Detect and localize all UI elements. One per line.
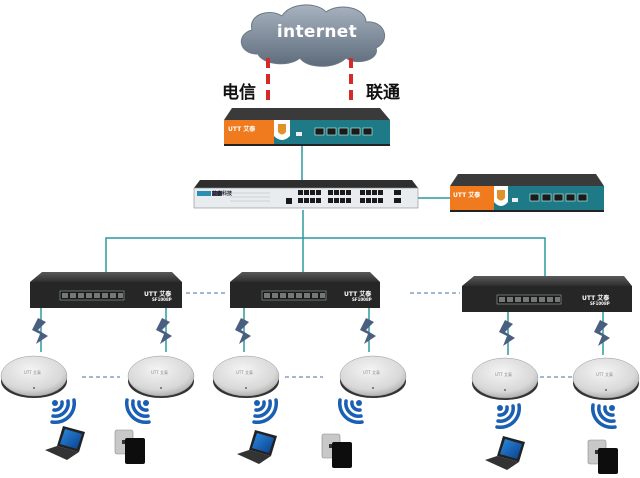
access-switch-3 <box>462 276 632 312</box>
router-backup-brand: UTT 艾泰 <box>453 192 481 199</box>
gateway-router-primary <box>224 108 390 146</box>
wifi-icon <box>495 403 522 430</box>
lightning-icon <box>235 318 251 344</box>
isp-label-unicom: 联通 <box>366 83 400 103</box>
ap-4 <box>339 355 407 398</box>
ap-1-label: UTT 艾泰 <box>24 370 42 375</box>
switch-1-brand: UTT 艾泰 <box>144 291 172 298</box>
ap-2-label: UTT 艾泰 <box>151 370 169 375</box>
laptop-icon <box>237 430 277 464</box>
ap-5-label: UTT 艾泰 <box>495 372 513 377</box>
ap-1 <box>0 355 68 398</box>
lightning-icon <box>32 318 48 344</box>
laptop-1 <box>45 426 85 460</box>
gateway-router-backup <box>450 174 604 212</box>
more-devices-indicators <box>82 292 576 378</box>
tablet-icon <box>114 429 145 464</box>
wifi-icon <box>252 398 279 425</box>
switch-2-brand: UTT 艾泰 <box>344 291 372 298</box>
lightning-icon <box>360 318 376 344</box>
cloud-label: internet <box>276 22 358 42</box>
access-points <box>0 355 640 400</box>
tablet-icon <box>321 433 352 468</box>
lightning-icon <box>594 320 610 346</box>
switch-2-model: SF1008P <box>352 297 372 302</box>
tablet-2 <box>321 433 352 468</box>
access-switch-2 <box>230 272 380 308</box>
core-switch-brand: 艾泰科技 <box>212 191 233 197</box>
tablet-1 <box>114 429 145 464</box>
lightning-icon <box>156 318 172 344</box>
wifi-icon <box>124 398 151 425</box>
wifi-icon <box>337 398 364 425</box>
tablet-3 <box>587 439 618 474</box>
wifi-icon <box>590 403 617 430</box>
ap-6-label: UTT 艾泰 <box>596 372 614 377</box>
core-switch <box>193 180 419 209</box>
laptop-2 <box>237 430 277 464</box>
cloud-icon <box>241 4 386 67</box>
switch-3-model: SF1008P <box>590 301 610 306</box>
access-switch-1 <box>30 272 182 308</box>
switch-1-model: SF1008P <box>152 297 172 302</box>
ap-4-label: UTT 艾泰 <box>363 370 381 375</box>
ap-6 <box>572 357 640 400</box>
ap-5 <box>471 357 539 400</box>
isp-label-telecom: 电信 <box>222 83 256 103</box>
link-distribution-bus <box>105 237 546 282</box>
ap-3 <box>212 355 280 398</box>
laptop-icon <box>45 426 85 460</box>
ap-3-label: UTT 艾泰 <box>236 370 254 375</box>
poe-indicators <box>32 318 610 346</box>
laptop-3 <box>485 436 525 470</box>
laptop-icon <box>485 436 525 470</box>
wifi-signals <box>50 398 617 430</box>
internet-cloud <box>241 4 386 67</box>
wifi-icon <box>50 398 77 425</box>
tablet-icon <box>587 439 618 474</box>
ethernet-links <box>40 145 604 355</box>
lightning-icon <box>499 320 515 346</box>
router-primary-brand: UTT 艾泰 <box>228 126 256 133</box>
ap-2 <box>127 355 195 398</box>
switch-3-brand: UTT 艾泰 <box>582 295 610 302</box>
